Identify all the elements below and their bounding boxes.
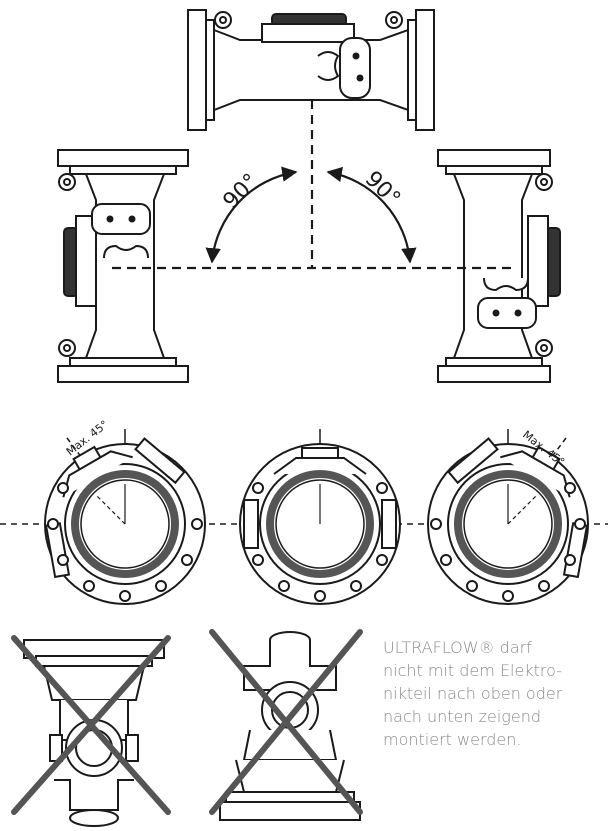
flow-meter-top (187, 9, 435, 131)
flow-meter-left (57, 149, 189, 383)
note-line: montiert werden. (383, 730, 522, 749)
angle-label-left: 90° (219, 169, 264, 214)
installation-note: ULTRAFLOW® darf nicht mit dem Elektro- n… (383, 636, 605, 751)
end-view-right (427, 429, 589, 605)
flow-meter-right (437, 149, 561, 383)
note-line: nach unten zeigend (383, 707, 542, 726)
cross-mark-middle (209, 629, 363, 815)
note-line: ULTRAFLOW® darf (383, 638, 532, 657)
end-view-middle (239, 429, 401, 605)
angle-label-right: 90° (360, 167, 405, 212)
angle-arcs (205, 166, 417, 264)
note-line: nikteil nach oben oder (383, 684, 563, 703)
note-line: nicht mit dem Elektro- (383, 661, 562, 680)
angle-reference-lines (112, 100, 512, 270)
end-view-left (44, 429, 206, 605)
cross-mark-left (11, 635, 171, 815)
